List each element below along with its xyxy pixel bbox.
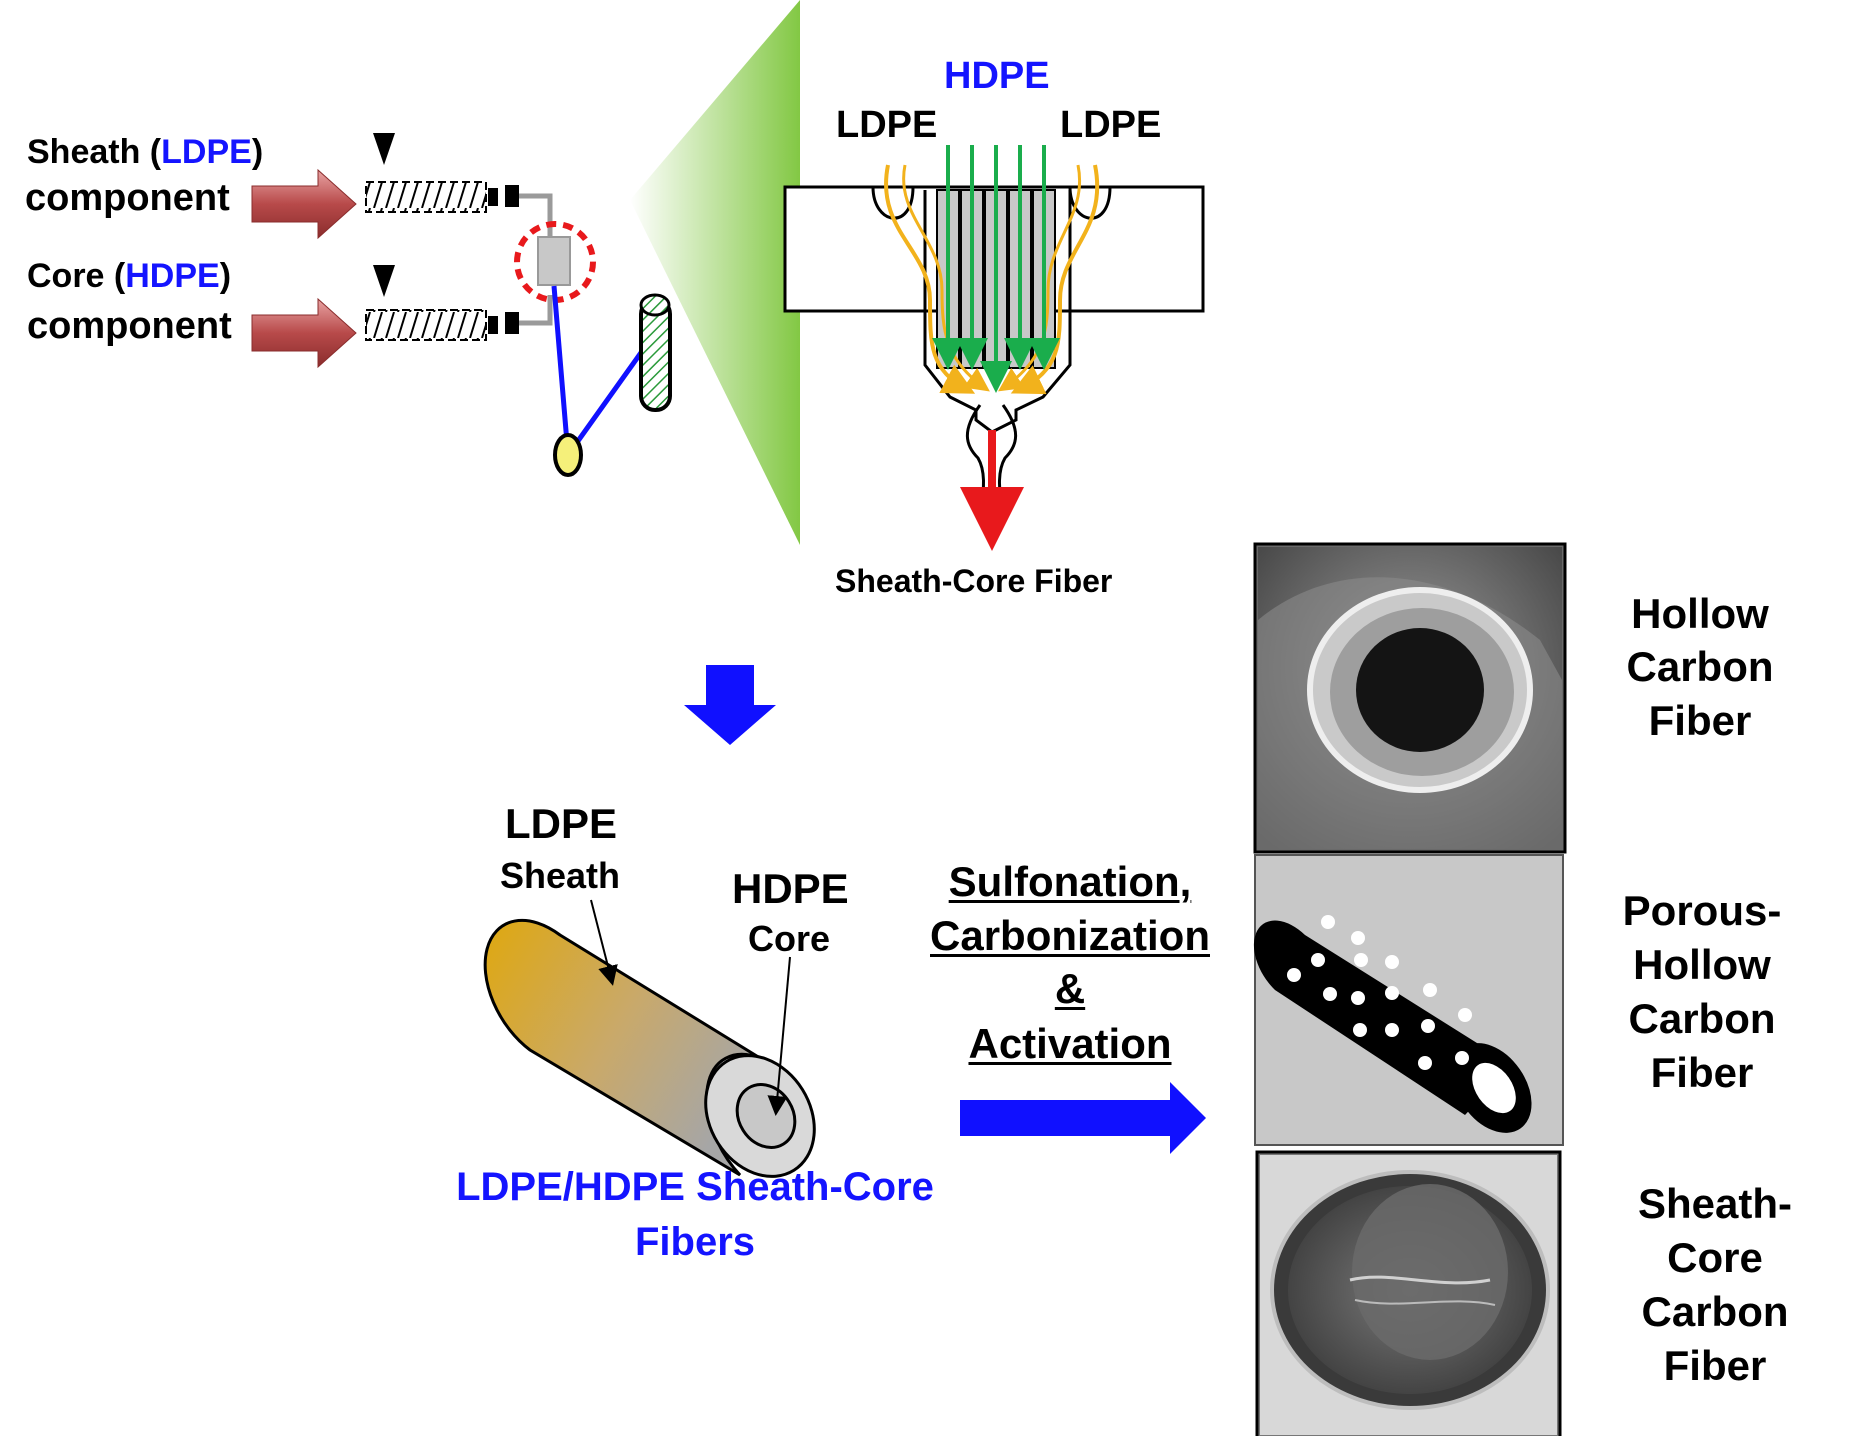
core-extruder <box>365 265 519 341</box>
fiber-takeup <box>551 285 672 477</box>
product-porous-line3: Carbon <box>1628 995 1776 1042</box>
process-step-sulfonation: Sulfonation, <box>948 858 1192 905</box>
core-feed-arrow <box>251 297 357 369</box>
fiber-cylinder-model <box>483 899 816 1178</box>
zoom-beam <box>630 0 800 545</box>
core-component-label: Core (HDPE) <box>27 257 232 295</box>
sheath-core-carbon-fiber-image <box>1255 1150 1562 1436</box>
porous-hollow-carbon-fiber-image <box>1253 854 1564 1146</box>
sheath-core-fiber-label: Sheath-Core Fiber <box>835 563 1113 599</box>
core-pointer <box>767 956 791 1116</box>
sheath-word: Sheath <box>27 133 141 171</box>
sheath-pointer <box>590 899 618 986</box>
product-hollow-line1: Hollow <box>1631 590 1769 637</box>
model-hdpe-label: HDPE <box>732 865 849 912</box>
process-step-ampersand: & <box>1054 965 1086 1012</box>
product-sheathcore-line4: Fiber <box>1663 1342 1767 1389</box>
product-porous-line4: Fiber <box>1650 1049 1754 1096</box>
model-ldpe-label: LDPE <box>505 800 618 847</box>
process-step-carbonization: Carbonization <box>930 912 1210 959</box>
product-sheathcore-line1: Sheath- <box>1637 1180 1792 1227</box>
sheath-extruder <box>365 133 519 213</box>
process-right-arrow <box>960 1082 1206 1154</box>
sheath-component-label: Sheath (LDPE) <box>27 133 264 171</box>
product-sheathcore-line2: Core <box>1667 1234 1763 1281</box>
spinneret-ldpe-left-label: LDPE <box>836 104 938 146</box>
spin-pack <box>537 236 571 286</box>
product-porous-line1: Porous- <box>1622 887 1782 934</box>
sheath-component-word: component <box>25 177 230 219</box>
core-component-word: component <box>27 305 232 347</box>
product-hollow-line2: Carbon <box>1626 643 1774 690</box>
hollow-carbon-fiber-image <box>1253 542 1567 854</box>
sheath-feed-arrow <box>251 168 357 240</box>
godet-roller <box>553 433 583 477</box>
core-word: Core <box>27 257 105 295</box>
product-porous-line2: Hollow <box>1633 941 1771 988</box>
spinneret-hdpe-label: HDPE <box>944 55 1050 97</box>
model-sheath-label: Sheath <box>500 855 621 896</box>
product-sheathcore-line3: Carbon <box>1641 1288 1789 1335</box>
model-core-label: Core <box>748 918 831 959</box>
spinneret-ldpe-right-label: LDPE <box>1060 104 1162 146</box>
process-down-arrow <box>684 665 776 745</box>
fiber-caption-line2: Fibers <box>634 1220 756 1264</box>
winder-bobbin <box>639 298 672 412</box>
process-step-activation: Activation <box>968 1020 1172 1067</box>
sheath-polymer: LDPE <box>161 133 252 171</box>
product-hollow-line3: Fiber <box>1648 697 1752 744</box>
core-polymer: HDPE <box>125 257 220 295</box>
fiber-caption-line1: LDPE/HDPE Sheath-Core <box>456 1165 934 1209</box>
hdpe-flow-lines <box>932 145 1060 393</box>
